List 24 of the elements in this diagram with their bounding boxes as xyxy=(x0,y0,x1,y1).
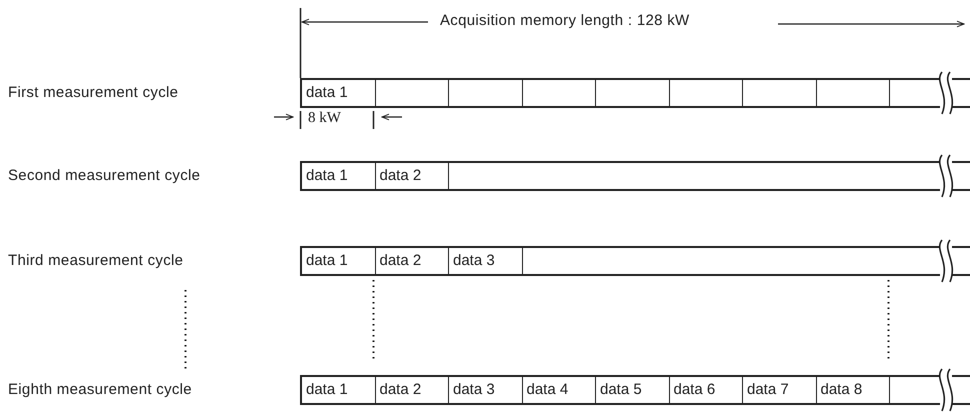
data-cell: data 1 xyxy=(302,377,376,403)
memory-bar xyxy=(300,375,940,405)
dimension-label: Acquisition memory length : 128 kW xyxy=(440,12,690,29)
data-cell: data 2 xyxy=(376,377,449,403)
data-cell: data 3 xyxy=(449,248,522,274)
memory-bar xyxy=(300,78,940,108)
data-cell: data 1 xyxy=(302,80,376,106)
data-cell: data 6 xyxy=(670,377,743,403)
data-cell: data 1 xyxy=(302,248,376,274)
data-cell: data 5 xyxy=(596,377,670,403)
dimension-label: 8 kW xyxy=(308,110,341,127)
data-cell: data 4 xyxy=(522,377,596,403)
row-label: Third measurement cycle xyxy=(8,251,184,271)
data-cell: data 8 xyxy=(816,377,890,403)
data-cell: data 1 xyxy=(302,163,376,189)
row-label: First measurement cycle xyxy=(8,83,178,103)
memory-bar xyxy=(300,161,940,191)
data-cell: data 3 xyxy=(449,377,522,403)
memory-bar xyxy=(300,246,940,276)
data-cell: data 7 xyxy=(743,377,816,403)
row-label: Second measurement cycle xyxy=(8,166,200,186)
data-cell: data 2 xyxy=(376,163,449,189)
data-cell: data 2 xyxy=(376,248,449,274)
row-label: Eighth measurement cycle xyxy=(8,380,192,400)
